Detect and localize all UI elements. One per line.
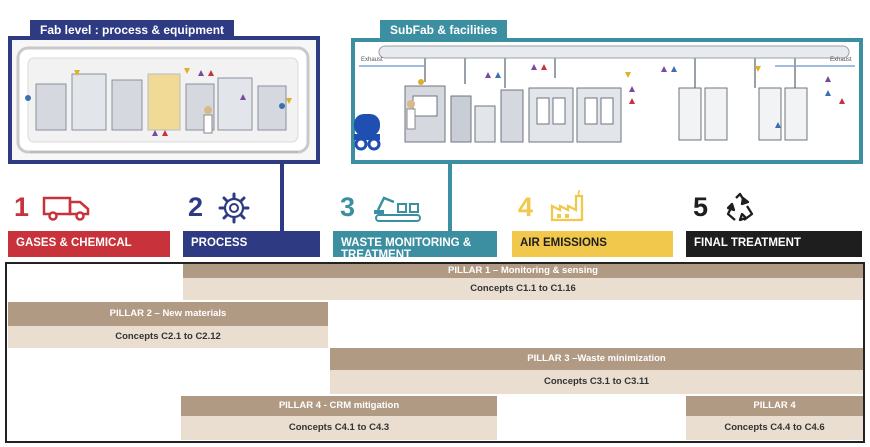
exhaust-label-left: Exhaust — [361, 57, 383, 63]
stage-5-number: 5 — [693, 192, 709, 222]
subfab-title: SubFab & facilities — [380, 20, 508, 40]
pillar-4-concepts: Concepts C4.4 to C4.6 — [686, 416, 863, 440]
subfab-panel: Exhaust Exhaust — [351, 38, 863, 164]
pillar-4-title: PILLAR 4 — [686, 396, 863, 416]
pillar-1-title: PILLAR 1 – Monitoring & sensing — [183, 264, 863, 278]
pillar-3-title: PILLAR 3 –Waste minimization — [330, 348, 863, 370]
stage-3-number: 3 — [340, 192, 356, 222]
stage-2-label: PROCESS — [183, 231, 320, 257]
fab-level-panel — [8, 36, 320, 164]
process-connector — [280, 163, 284, 233]
gear-icon — [218, 192, 250, 224]
factory-icon — [550, 190, 584, 222]
stage-4-label: AIR EMISSIONS — [512, 231, 673, 257]
stage-5-label: FINAL TREATMENT — [686, 231, 862, 257]
stage-1-number: 1 — [14, 192, 30, 222]
conveyor-robot-icon — [374, 196, 421, 222]
fab-level-title: Fab level : process & equipment — [30, 20, 235, 40]
stage-3-label: WASTE MONITORING & TREATMENT — [333, 231, 497, 261]
stage-2-number: 2 — [188, 192, 204, 222]
tanker-truck-icon — [354, 114, 381, 151]
exhaust-label-right: Exhaust — [830, 57, 852, 63]
pillar-2-title: PILLAR 2 – New materials — [8, 302, 328, 326]
stage-1-label: GASES & CHEMICAL — [8, 231, 170, 257]
pillar-4-crm-title: PILLAR 4 - CRM mitigation — [181, 396, 497, 416]
fab-equipment-illustration — [16, 46, 310, 154]
truck-icon — [42, 196, 90, 221]
pillar-4-crm-concepts: Concepts C4.1 to C4.3 — [181, 416, 497, 440]
recycle-icon — [726, 192, 754, 222]
pillar-2-concepts: Concepts C2.1 to C2.12 — [8, 326, 328, 348]
subfab-equipment-illustration — [359, 45, 855, 143]
pillar-1-concepts: Concepts C1.1 to C1.16 — [183, 278, 863, 300]
pillar-3-concepts: Concepts C3.1 to C3.11 — [330, 370, 863, 394]
waste-connector — [448, 163, 452, 233]
stage-4-number: 4 — [518, 192, 534, 222]
